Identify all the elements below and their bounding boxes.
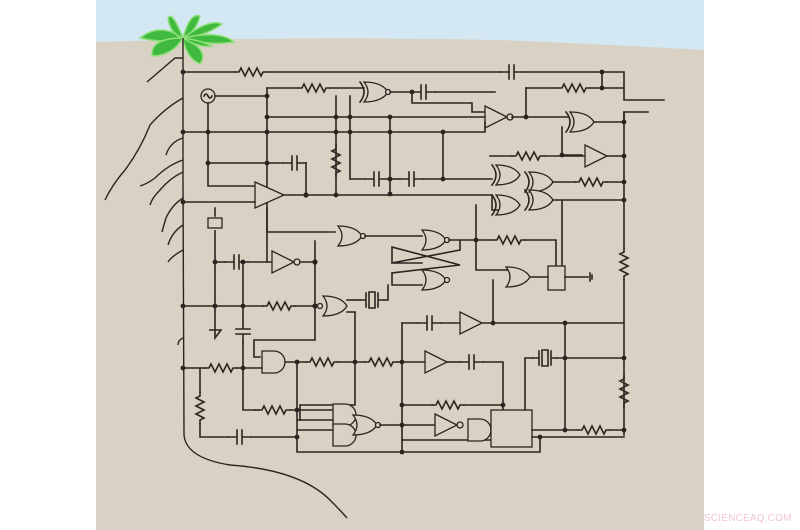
sky <box>96 0 704 50</box>
soil <box>96 0 704 530</box>
circuit-wires <box>182 64 665 453</box>
watermark: SCIENCEAQ.COM <box>704 513 792 524</box>
ic-block <box>490 409 533 448</box>
plant-leaves <box>138 14 236 65</box>
crystal-icon <box>207 217 223 229</box>
op-amp-icon <box>254 180 286 210</box>
junction-dots <box>180 69 627 455</box>
roots <box>104 38 348 519</box>
flip-flop-block <box>547 265 566 291</box>
